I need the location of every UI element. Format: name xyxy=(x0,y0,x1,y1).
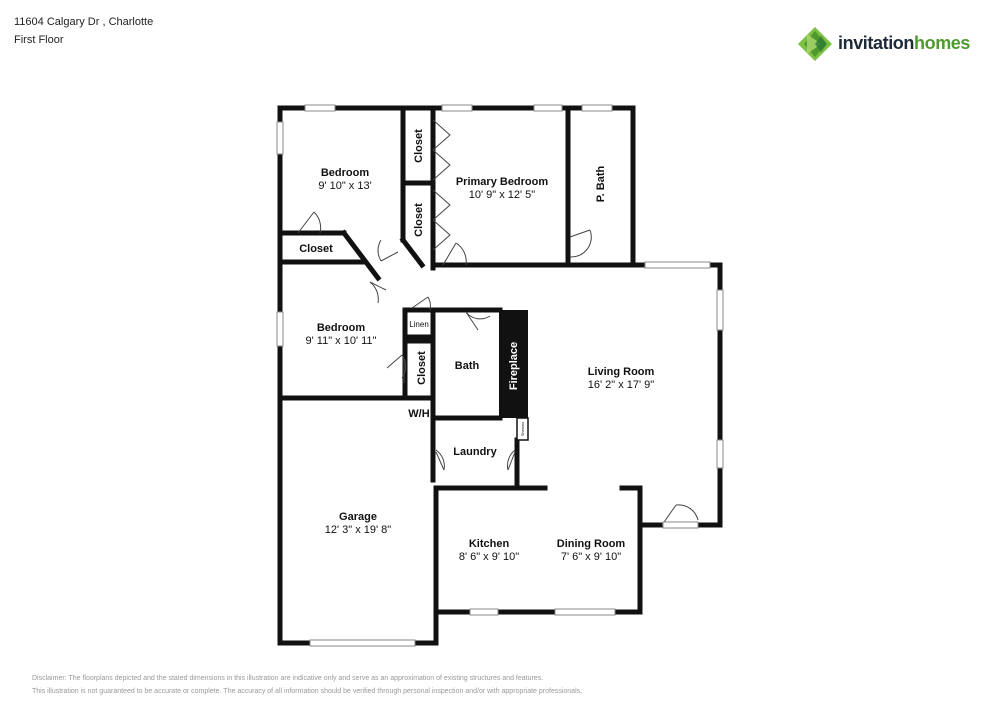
wh-label: W/H xyxy=(408,408,429,420)
door-swings xyxy=(297,119,699,529)
shelves-label: Shelves xyxy=(520,422,525,436)
bedroom-top-label: Bedroom xyxy=(321,167,370,179)
bath-label: Bath xyxy=(455,360,480,372)
disclaimer-line-1: Disclaimer: The floorplans depicted and … xyxy=(32,675,544,682)
disclaimer-line-2: This illustration is not guaranteed to b… xyxy=(32,688,583,695)
closet-bed2-label: Closet xyxy=(416,351,428,385)
bedroom-2-dims: 9' 11" x 10' 11" xyxy=(306,335,377,347)
garage-label: Garage xyxy=(339,511,377,523)
property-address: 11604 Calgary Dr , Charlotte xyxy=(14,16,154,28)
brand-name-part2: homes xyxy=(914,33,971,53)
primary-bedroom-label: Primary Bedroom xyxy=(456,176,549,188)
invitation-homes-logo-icon xyxy=(798,27,832,61)
living-room-dims: 16' 2" x 17' 9" xyxy=(588,379,655,391)
bedroom-2-label: Bedroom xyxy=(317,322,366,334)
primary-closet-lower-label: Closet xyxy=(413,203,425,237)
dining-room-dims: 7' 6" x 9' 10" xyxy=(561,551,621,563)
bedroom-top-dims: 9' 10" x 13' xyxy=(318,180,371,192)
fireplace-block xyxy=(499,310,528,418)
laundry-label: Laundry xyxy=(453,446,497,458)
kitchen-dims: 8' 6" x 9' 10" xyxy=(459,551,519,563)
garage-dims: 12' 3" x 19' 8" xyxy=(325,524,392,536)
kitchen-label: Kitchen xyxy=(469,538,510,550)
brand-logo: invitationhomes xyxy=(797,26,977,62)
windows xyxy=(276,104,724,647)
dining-room-label: Dining Room xyxy=(557,538,626,550)
living-room-label: Living Room xyxy=(588,366,655,378)
linen-label: Linen xyxy=(409,320,429,329)
brand-name-part1: invitation xyxy=(838,33,914,53)
closet-hall-label: Closet xyxy=(299,243,333,255)
fireplace-label: Fireplace xyxy=(508,342,520,390)
shelves-box xyxy=(516,417,529,441)
floor-label: First Floor xyxy=(14,34,64,46)
primary-bedroom-dims: 10' 9" x 12' 5" xyxy=(469,189,536,201)
primary-closet-upper-label: Closet xyxy=(413,129,425,163)
brand-wordmark: invitationhomes xyxy=(838,33,970,54)
p-bath-label: P. Bath xyxy=(595,165,607,202)
